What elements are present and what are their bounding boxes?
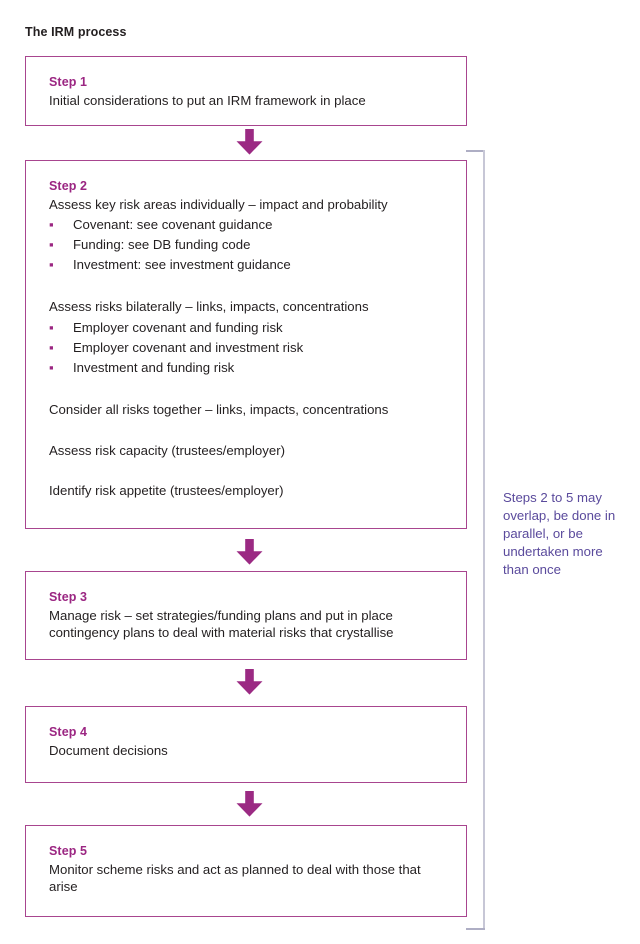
step-box-4: Step 4 Document decisions xyxy=(25,706,467,783)
step-box-5: Step 5 Monitor scheme risks and act as p… xyxy=(25,825,467,917)
list-item-label: Covenant: see covenant guidance xyxy=(73,217,273,233)
bullet-icon: ▪ xyxy=(49,257,54,273)
list-item: ▪ Employer covenant and investment risk xyxy=(49,338,446,358)
list-item: ▪ Employer covenant and funding risk xyxy=(49,318,446,338)
bullet-icon: ▪ xyxy=(49,319,54,335)
step-5-paragraph: Monitor scheme risks and act as planned … xyxy=(49,861,421,894)
step-2-paragraph-3: Consider all risks together – links, imp… xyxy=(49,402,389,418)
step-5-label: Step 5 xyxy=(49,844,88,858)
spacer xyxy=(49,459,446,482)
arrow-step3-to-step4 xyxy=(236,669,263,695)
step-2-paragraph-5: Identify risk appetite (trustees/employe… xyxy=(49,483,284,499)
step-2-bullet-list-1: ▪ Covenant: see covenant guidance ▪ Fundin… xyxy=(49,215,446,275)
spacer xyxy=(49,378,446,401)
bracket-vertical-line xyxy=(482,150,485,930)
page-title: The IRM process xyxy=(25,25,127,39)
spacer xyxy=(49,419,446,442)
step-1-paragraph: Initial considerations to put an IRM fra… xyxy=(49,92,366,108)
arrow-step2-to-step3 xyxy=(236,539,263,565)
bullet-icon: ▪ xyxy=(49,339,54,355)
step-3-paragraph: Manage risk – set strategies/funding pla… xyxy=(49,607,394,640)
step-4-label: Step 4 xyxy=(49,725,88,739)
bullet-icon: ▪ xyxy=(49,237,54,253)
step-2-content: Step 2 Assess key risk areas individuall… xyxy=(26,161,466,516)
step-4-paragraph: Document decisions xyxy=(49,742,168,758)
step-box-1: Step 1 Initial considerations to put an … xyxy=(25,56,467,126)
arrow-step1-to-step2 xyxy=(236,129,263,155)
list-item: ▪ Funding: see DB funding code xyxy=(49,235,446,255)
list-item-label: Employer covenant and investment risk xyxy=(73,339,304,355)
bullet-icon: ▪ xyxy=(49,217,54,233)
step-5-content: Step 5 Monitor scheme risks and act as p… xyxy=(26,826,466,911)
list-item-label: Employer covenant and funding risk xyxy=(73,319,283,335)
list-item: ▪ Investment and funding risk xyxy=(49,358,446,378)
side-note-text: Steps 2 to 5 may overlap, be done in par… xyxy=(503,490,616,577)
list-item-label: Investment and funding risk xyxy=(73,360,235,376)
bullet-icon: ▪ xyxy=(49,360,54,376)
step-2-paragraph-4: Assess risk capacity (trustees/employer) xyxy=(49,442,285,458)
overlap-bracket xyxy=(466,150,485,930)
list-item: ▪ Covenant: see covenant guidance xyxy=(49,215,446,235)
list-item-label: Funding: see DB funding code xyxy=(73,237,251,253)
step-1-content: Step 1 Initial considerations to put an … xyxy=(26,57,466,125)
list-item-label: Investment: see investment guidance xyxy=(73,257,291,273)
step-2-paragraph-2: Assess risks bilaterally – links, impact… xyxy=(49,299,369,315)
step-4-content: Step 4 Document decisions xyxy=(26,707,466,775)
step-box-3: Step 3 Manage risk – set strategies/fund… xyxy=(25,571,467,660)
step-2-paragraph-1: Assess key risk areas individually – imp… xyxy=(49,196,388,212)
bracket-tick-bottom xyxy=(466,928,485,930)
step-3-content: Step 3 Manage risk – set strategies/fund… xyxy=(26,572,466,657)
step-2-bullet-list-2: ▪ Employer covenant and funding risk ▪ Emp… xyxy=(49,318,446,378)
step-2-label: Step 2 xyxy=(49,179,88,193)
step-box-2: Step 2 Assess key risk areas individuall… xyxy=(25,160,467,529)
arrow-step4-to-step5 xyxy=(236,791,263,817)
step-3-label: Step 3 xyxy=(49,590,88,604)
spacer xyxy=(49,275,446,298)
list-item: ▪ Investment: see investment guidance xyxy=(49,255,446,275)
bracket-tick-top xyxy=(466,150,485,152)
step-1-label: Step 1 xyxy=(49,75,88,89)
